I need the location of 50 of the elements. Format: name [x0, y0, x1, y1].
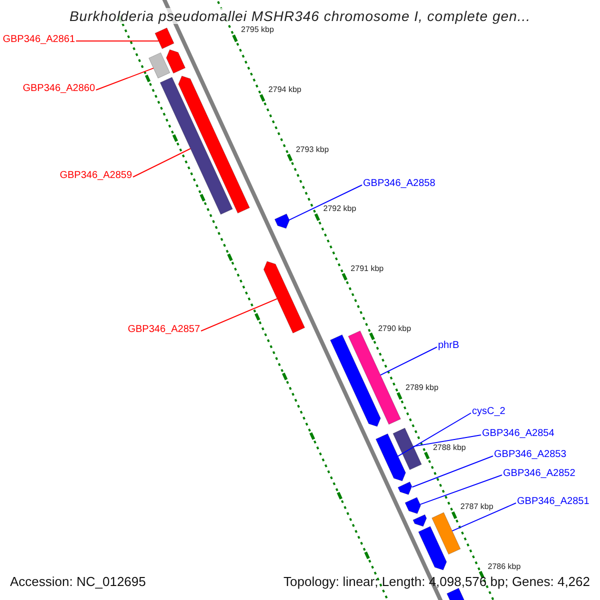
leader-line	[76, 40, 160, 42]
gene-feature	[154, 28, 174, 49]
leader-line	[380, 346, 438, 376]
gene-feature	[376, 433, 406, 482]
gene-label: GBP346_A2861	[2, 34, 75, 46]
gene-feature	[330, 334, 381, 427]
gene-feature	[160, 77, 233, 215]
gene-label: GBP346_A2851	[517, 496, 590, 508]
accession-note: Accession: NC_012695	[10, 574, 146, 590]
leader-line	[288, 184, 362, 220]
leader-line	[200, 298, 278, 332]
gene-feature	[412, 514, 427, 527]
leader-line	[420, 474, 502, 505]
gene-feature	[148, 52, 170, 78]
gene-feature	[166, 49, 186, 74]
gene-label: GBP346_A2853	[494, 449, 566, 461]
gene-feature	[418, 526, 447, 570]
map-title: Burkholderia pseudomallei MSHR346 chromosome I, complete gen...	[69, 8, 531, 24]
scale-label: 2788 kbp	[432, 442, 466, 453]
gene-feature	[398, 482, 412, 495]
gene-label: GBP346_A2857	[128, 324, 200, 336]
gene-label: GBP346_A2860	[22, 83, 95, 95]
scale-label: 2794 kbp	[268, 85, 302, 95]
gene-label: GBP346_A2854	[482, 428, 554, 440]
leader-line	[412, 434, 482, 447]
leader-line	[132, 148, 191, 178]
leader-line	[452, 502, 516, 532]
leader-line	[96, 68, 154, 90]
gene-label: GBP346_A2858	[363, 178, 436, 190]
gene-label: GBP346_A2859	[60, 170, 132, 182]
scale-label: 2790 kbp	[378, 324, 412, 334]
gene-feature	[178, 76, 250, 214]
gene-feature	[404, 497, 421, 514]
gene-feature	[274, 214, 290, 229]
scale-label: 2793 kbp	[296, 144, 329, 155]
scale-label: 2791 kbp	[350, 264, 384, 274]
gene-feature	[392, 428, 422, 470]
gene-label: GBP346_A2852	[503, 468, 576, 480]
gene-feature	[263, 261, 305, 334]
scale-label: 2786 kbp	[488, 562, 521, 572]
scale-label: 2789 kbp	[406, 383, 438, 394]
scale-label: 2792 kbp	[323, 204, 356, 214]
scale-label: 2795 kbp	[241, 25, 274, 36]
leader-line	[412, 456, 494, 488]
gene-feature	[432, 512, 461, 555]
genome-summary-note: Topology: linear; Length: 4,098,576 bp; Genes: 4,262	[284, 574, 590, 590]
gene-label: phrB	[438, 340, 460, 352]
gene-label: cysC_2	[472, 406, 506, 418]
leader-line	[397, 412, 472, 457]
scale-label: 2787 kbp	[460, 502, 494, 512]
